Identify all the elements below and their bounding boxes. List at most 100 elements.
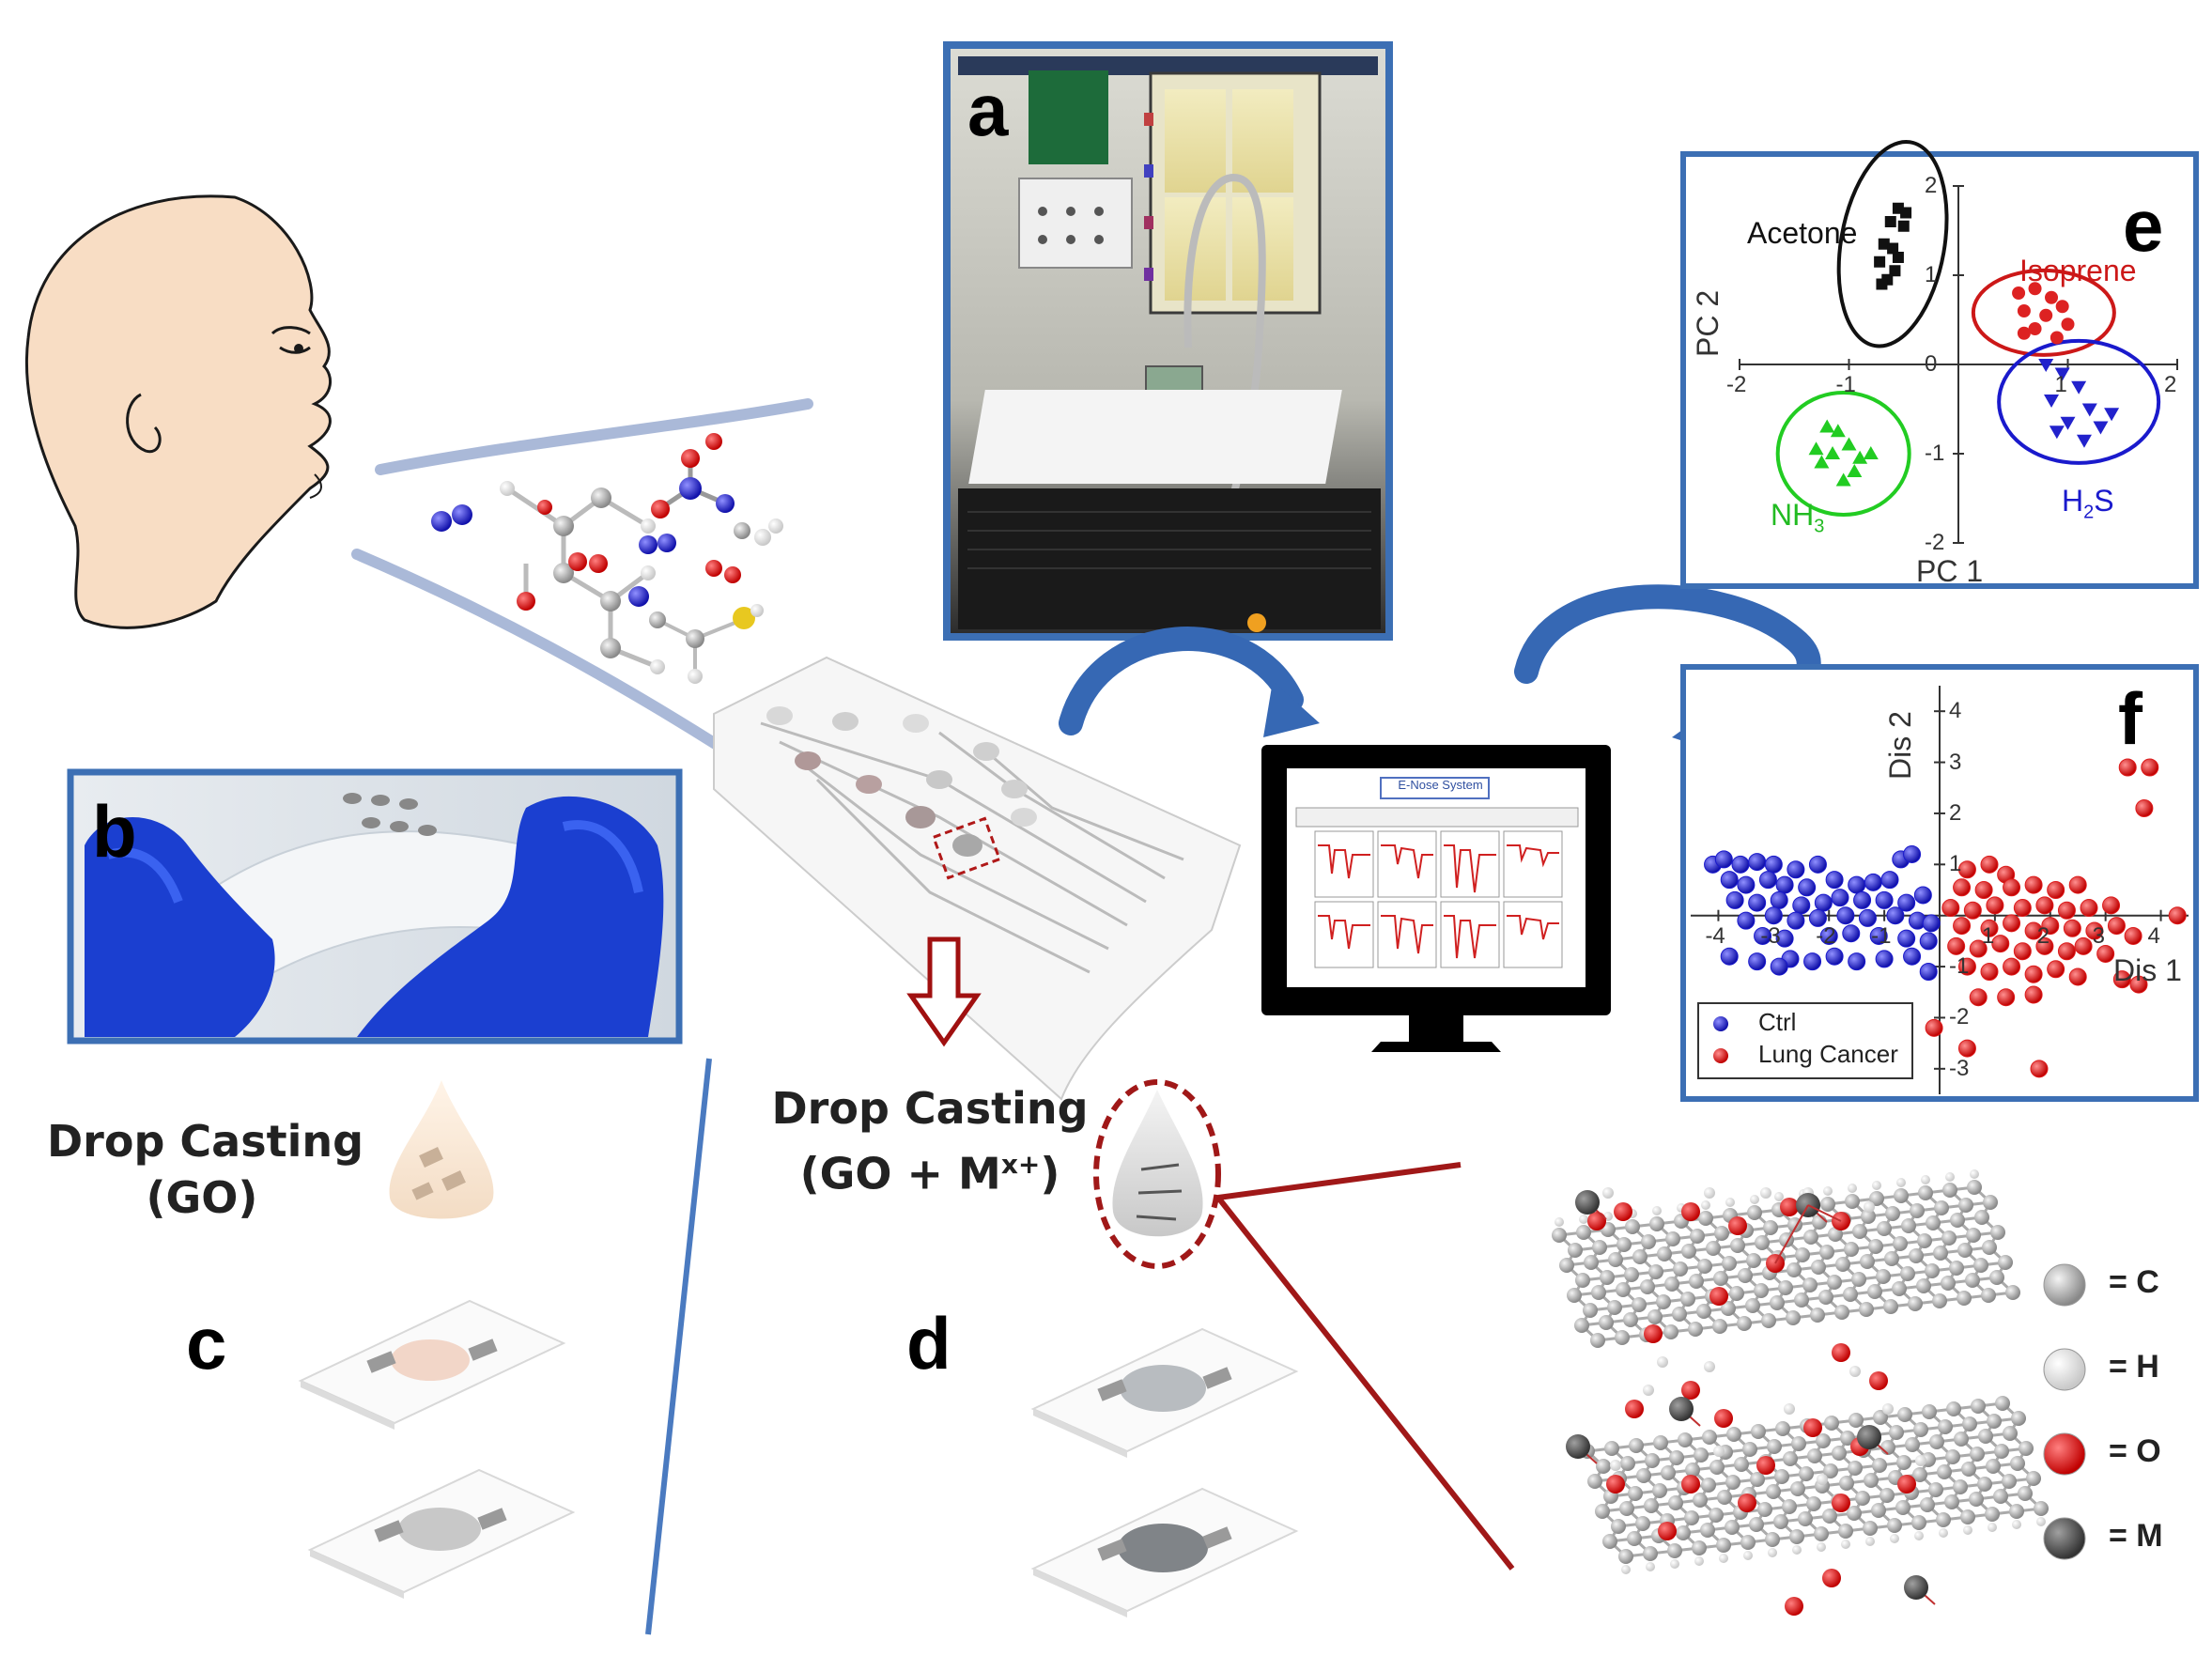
data-point (2135, 799, 2154, 817)
group-label-acetone: Acetone (1747, 216, 1858, 250)
panel-label-d: d (906, 1302, 951, 1385)
data-point (1913, 886, 1932, 905)
y-tick-label: 1 (1949, 851, 1962, 877)
data-point (1770, 957, 1788, 976)
x-tick-label: 1 (2054, 372, 2067, 397)
panel-label-e: e (2123, 184, 2164, 267)
data-point (1957, 957, 1976, 976)
y-tick-label: 0 (1925, 351, 1938, 377)
data-point (1953, 878, 1972, 897)
legend-label: Ctrl (1758, 1008, 1797, 1036)
x-tick-label: -4 (1705, 922, 1725, 949)
data-point (1903, 947, 1922, 966)
panel-a-photo (943, 41, 1393, 641)
data-point (2102, 896, 2121, 915)
data-point (1808, 855, 1827, 874)
legend-label: Lung Cancer (1758, 1040, 1898, 1068)
monitor-icon (1261, 745, 1611, 1052)
data-point (2038, 359, 2054, 372)
data-point (1997, 988, 2016, 1007)
y-axis-label: Dis 2 (1883, 711, 1917, 780)
cluster-ellipse (1836, 140, 1949, 348)
data-point (2076, 434, 2092, 448)
y-tick-label: 2 (1949, 799, 1962, 826)
data-point (1798, 878, 1817, 897)
data-point (2049, 426, 2065, 440)
data-point (1831, 889, 1849, 907)
group-label-isoprene: Isoprene (2019, 254, 2137, 287)
data-point (2035, 936, 2054, 955)
group-label-h2s: H2S (2062, 484, 2114, 523)
data-point (2081, 403, 2097, 417)
data-point (2057, 901, 2076, 920)
caption-text-end: ) (1040, 1148, 1060, 1199)
data-point (2013, 942, 2032, 961)
data-point (1884, 216, 1896, 227)
caption-drop-casting-go-metal: Drop Casting (GO + Mx+) (770, 1080, 1090, 1201)
data-point (2017, 304, 2031, 317)
y-tick-label: -2 (1925, 530, 1945, 555)
connector-lines (1215, 1162, 1515, 1571)
data-point (2055, 300, 2069, 314)
legend-atom-sphere (2043, 1517, 2086, 1560)
data-point (1941, 899, 1960, 918)
legend-atom-label: = H (2109, 1349, 2159, 1385)
data-point (2063, 919, 2081, 937)
y-tick-label: -2 (1949, 1004, 1970, 1030)
data-point (2012, 286, 2026, 300)
data-point (2074, 936, 2093, 955)
data-point (2080, 899, 2098, 918)
panel-label-f: f (2118, 677, 2142, 760)
data-point (2039, 308, 2053, 322)
data-point (1825, 446, 1841, 459)
data-point (1919, 932, 1938, 951)
data-point (2003, 878, 2021, 897)
data-point (1953, 917, 1972, 936)
data-point (1819, 419, 1835, 433)
data-point (2024, 875, 2043, 894)
y-tick-label: 4 (1949, 698, 1962, 724)
data-point (1725, 890, 1744, 909)
human-face-illustration (25, 194, 333, 629)
x-tick-label: -1 (1835, 372, 1856, 397)
data-point (1986, 896, 2004, 915)
data-point (2085, 921, 2104, 940)
panel-f-plot (1680, 664, 2199, 1102)
data-point (1836, 906, 1855, 925)
data-point (1889, 265, 1901, 277)
legend-box (1697, 1002, 1913, 1079)
data-point (1848, 875, 1866, 894)
data-point (2050, 331, 2064, 345)
x-tick-label: -1 (1871, 922, 1892, 949)
data-point (1714, 850, 1733, 869)
droplet-go-icon (389, 1080, 494, 1219)
data-point (2124, 926, 2142, 945)
legend-marker (1713, 1048, 1728, 1063)
substrate-gom-2 (1030, 1487, 1299, 1617)
data-point (2096, 944, 2115, 963)
panel-b-photo (67, 768, 683, 1045)
data-point (1878, 238, 1890, 250)
data-point (1980, 919, 1999, 937)
caption-line-2: (GO) (146, 1172, 258, 1223)
data-point (1897, 220, 1910, 232)
data-point (1775, 929, 1794, 948)
data-point (1848, 952, 1866, 971)
data-point (1814, 893, 1833, 912)
data-point (1897, 929, 1916, 948)
down-arrow-icon (906, 936, 982, 1047)
data-point (1737, 875, 1756, 894)
data-point (1792, 896, 1811, 915)
monitor-title: E-Nose System (1398, 778, 1483, 792)
data-point (1869, 926, 1888, 945)
data-point (2024, 965, 2043, 983)
y-axis-label: PC 2 (1691, 289, 1725, 357)
data-point (2061, 317, 2075, 332)
data-point (1720, 947, 1739, 966)
data-point (2060, 416, 2076, 430)
data-point (1737, 911, 1756, 930)
x-tick-label: -2 (1726, 372, 1747, 397)
y-tick-label: 1 (1925, 262, 1938, 287)
curved-arrow-to-monitor (1059, 627, 1320, 737)
data-point (1847, 464, 1863, 477)
